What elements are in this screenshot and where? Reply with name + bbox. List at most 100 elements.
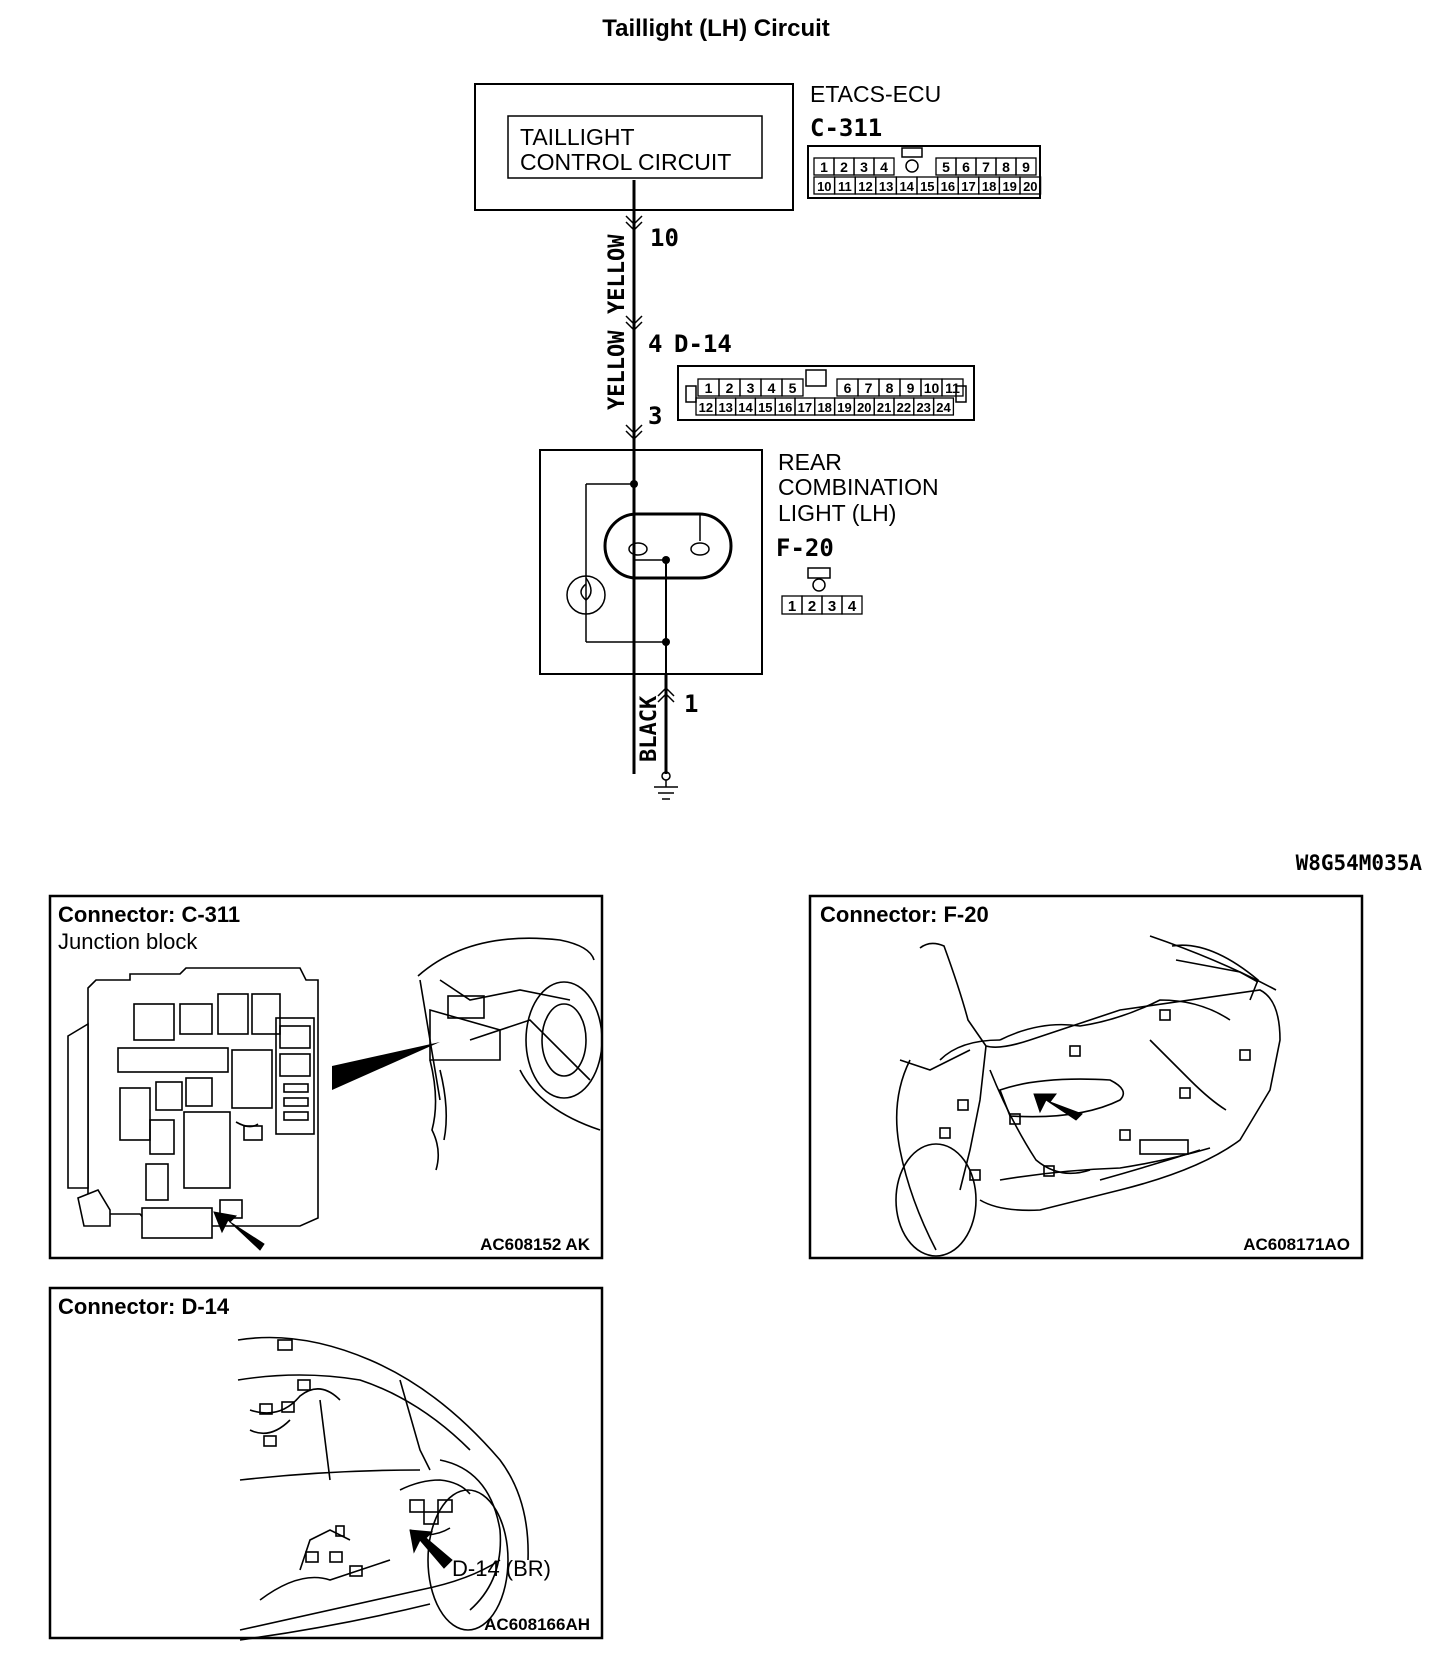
pin-number: 8 <box>886 380 894 396</box>
pin-number: 16 <box>778 400 792 415</box>
pin-number: 2 <box>840 159 848 175</box>
pin-number: 15 <box>758 400 772 415</box>
rear-light-label-line3: LIGHT (LH) <box>778 500 896 526</box>
junction-block-illustration <box>67 967 319 1239</box>
ecu-connector-label: C-311 <box>810 114 882 142</box>
wire-color-yellow-lower: YELLOW <box>605 330 630 410</box>
wire-color-black: BLACK <box>637 695 662 762</box>
panel-connector-c311: Connector: C-311 Junction block AC608152… <box>48 894 604 1260</box>
wire-color-yellow-upper: YELLOW <box>605 234 630 314</box>
pin-number: 19 <box>1002 179 1016 194</box>
figure-code: W8G54M035A <box>1296 851 1423 875</box>
pin-number: 3 <box>860 159 868 175</box>
pin-cell <box>841 595 863 615</box>
pin-cell <box>1015 157 1037 176</box>
pin-number: 9 <box>1022 159 1030 175</box>
chevron-d14-out <box>625 424 643 435</box>
panel-c311-code: AC608152 AK <box>480 1235 591 1254</box>
f20-latch <box>807 567 831 579</box>
pin-number: 21 <box>877 400 891 415</box>
pin-number: 1 <box>705 380 713 396</box>
pin-number: 16 <box>941 179 955 194</box>
pin-number: 2 <box>726 380 734 396</box>
c311-location-connector <box>141 1207 213 1239</box>
pin-number: 24 <box>936 400 951 415</box>
panel-c311-subtitle: Junction block <box>58 929 198 954</box>
pin-cell <box>1019 176 1042 195</box>
c311-arrow-icon <box>213 1211 265 1251</box>
pin-number: 11 <box>945 380 960 396</box>
panel-d14-title: Connector: D-14 <box>58 1294 230 1319</box>
pin-number: 3 <box>828 598 836 615</box>
pin-number: 12 <box>699 400 713 415</box>
diagram-title: Taillight (LH) Circuit <box>602 15 830 42</box>
d14-latch <box>805 369 827 387</box>
pin-number: 8 <box>1002 159 1010 175</box>
panel-c311-title: Connector: C-311 <box>58 902 240 927</box>
pin-number-ground: 1 <box>684 690 698 718</box>
pin-number-ecu: 10 <box>650 224 679 252</box>
pin-number: 18 <box>817 400 831 415</box>
pin-number-d14-out: 3 <box>648 402 662 430</box>
panel-connector-d14: Connector: D-14 AC608166AH <box>48 1286 604 1641</box>
ecu-inner-line2: CONTROL CIRCUIT <box>520 149 731 175</box>
pin-number: 2 <box>808 598 816 615</box>
pin-number: 13 <box>718 400 732 415</box>
chevron-pin10 <box>625 215 643 226</box>
pin-number: 17 <box>798 400 812 415</box>
ecu-name-label: ETACS-ECU <box>810 81 941 107</box>
ecu-inner-line1: TAILLIGHT <box>520 124 635 150</box>
pin-number: 17 <box>961 179 975 194</box>
pin-number: 5 <box>789 380 797 396</box>
pin-number: 1 <box>788 598 796 615</box>
pin-number-d14-in: 4 <box>648 330 662 358</box>
f20-connector-label: F-20 <box>776 534 834 562</box>
pin-number: 22 <box>897 400 911 415</box>
pin-number: 1 <box>820 159 828 175</box>
rear-combination-light-block: REAR COMBINATION LIGHT (LH) F-20 <box>539 449 939 675</box>
pin-number: 4 <box>848 598 857 615</box>
vehicle-side-illustration <box>237 1336 529 1641</box>
lamp-filament-icon <box>566 575 606 615</box>
pin-number: 5 <box>942 159 950 175</box>
pin-number: 9 <box>907 380 915 396</box>
pin-cell <box>873 157 895 176</box>
ecu-inner-box <box>507 115 763 179</box>
pin-cell <box>941 378 964 397</box>
pin-number: 14 <box>738 400 753 415</box>
pin-cell <box>781 378 804 397</box>
pin-number: 15 <box>920 179 934 194</box>
panel-f20-code: AC608171AO <box>1243 1235 1350 1254</box>
pin-number: 13 <box>879 179 893 194</box>
rear-light-label-line2: COMBINATION <box>778 474 939 500</box>
pin-number: 20 <box>857 400 871 415</box>
rear-light-label-line1: REAR <box>778 449 842 475</box>
pin-number: 12 <box>858 179 872 194</box>
pin-number: 6 <box>844 380 852 396</box>
pin-number: 23 <box>916 400 930 415</box>
pin-number: 7 <box>865 380 873 396</box>
d14-connector-label: D-14 <box>674 330 732 358</box>
pin-number: 4 <box>880 159 888 175</box>
c311-latch <box>901 147 923 158</box>
etacs-ecu-block: TAILLIGHT CONTROL CIRCUIT ETACS-ECU C-31… <box>474 81 941 211</box>
pin-number: 10 <box>817 179 831 194</box>
rear-trunk-illustration <box>895 935 1281 1257</box>
d14-arrow-icon <box>409 1529 453 1569</box>
pin-number: 14 <box>899 179 914 194</box>
pin-number: 7 <box>982 159 990 175</box>
pin-number: 10 <box>924 380 940 396</box>
d14-callout-label: D-14 (BR) <box>452 1556 551 1581</box>
pin-number: 4 <box>768 380 776 396</box>
pin-number: 18 <box>982 179 996 194</box>
pin-number: 3 <box>747 380 755 396</box>
panel-d14-code: AC608166AH <box>484 1615 590 1634</box>
pin-number: 6 <box>962 159 970 175</box>
chevron-d14-in <box>625 315 643 326</box>
rear-light-outline <box>539 449 763 675</box>
